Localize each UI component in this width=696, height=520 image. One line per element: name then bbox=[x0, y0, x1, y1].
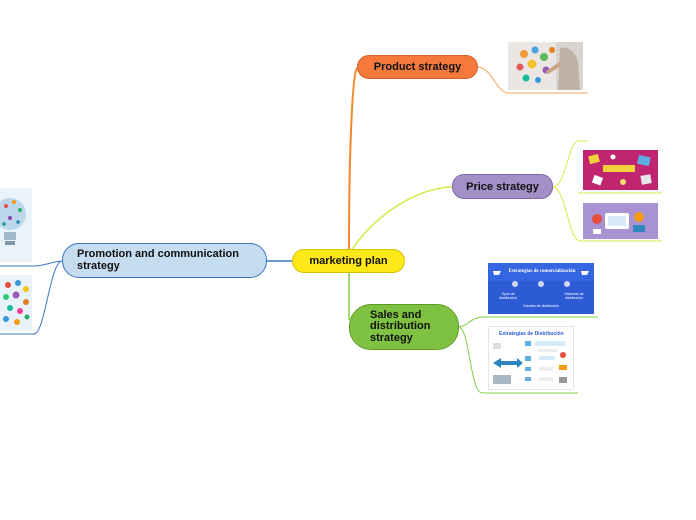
pricing-devices-illustration bbox=[583, 203, 658, 239]
promotion-image-1[interactable] bbox=[0, 188, 32, 262]
commercialization-item-1: Tipos de distribución bbox=[499, 292, 517, 300]
link-sales-image-2 bbox=[458, 326, 578, 394]
link-promo-image-1 bbox=[0, 260, 63, 267]
link-price-image-1 bbox=[552, 140, 588, 188]
sales-commercialization-image[interactable]: Estrategias de comercialización Tipos de… bbox=[488, 263, 594, 314]
central-topic-node[interactable]: marketing plan bbox=[292, 249, 405, 273]
price-strategy-node[interactable]: Price strategy bbox=[452, 174, 553, 199]
sales-distribution-label: Sales and distribution strategy bbox=[370, 308, 431, 344]
marketing-icons-illustration bbox=[0, 275, 32, 331]
commercialization-title: Estrategias de comercialización bbox=[508, 269, 576, 274]
sales-distribution-image[interactable]: Estrategias de Distribución bbox=[488, 326, 574, 390]
link-product bbox=[348, 67, 358, 250]
commercialization-footer: Canales de distribución bbox=[522, 304, 560, 308]
promotion-communication-label: Promotion and communication strategy bbox=[77, 247, 239, 272]
product-strategy-label: Product strategy bbox=[373, 61, 462, 73]
product-icons-illustration bbox=[508, 42, 583, 90]
lightbulb-illustration bbox=[0, 188, 32, 262]
sales-distribution-node[interactable]: Sales and distribution strategy bbox=[349, 304, 459, 350]
central-topic-label: marketing plan bbox=[309, 255, 388, 267]
price-tags-illustration bbox=[583, 150, 658, 190]
price-strategy-image-2[interactable] bbox=[583, 203, 658, 239]
link-sales-image-1 bbox=[458, 316, 598, 328]
product-strategy-node[interactable]: Product strategy bbox=[357, 55, 478, 79]
distribution-flow-illustration bbox=[493, 341, 567, 384]
commercialization-background bbox=[488, 263, 594, 314]
link-price bbox=[351, 186, 453, 250]
link-promo-image-2 bbox=[0, 260, 63, 335]
promotion-image-2[interactable] bbox=[0, 275, 32, 331]
distribution-title: Estrategias de Distribución bbox=[499, 331, 564, 337]
commercialization-item-2: Sistemas de distribución bbox=[564, 292, 584, 300]
link-product-image bbox=[477, 66, 588, 94]
link-price-image-2 bbox=[552, 186, 662, 242]
price-strategy-image-1[interactable] bbox=[583, 150, 658, 190]
product-strategy-image[interactable] bbox=[508, 42, 583, 90]
promotion-communication-node[interactable]: Promotion and communication strategy bbox=[62, 243, 267, 278]
price-strategy-label: Price strategy bbox=[466, 180, 539, 193]
